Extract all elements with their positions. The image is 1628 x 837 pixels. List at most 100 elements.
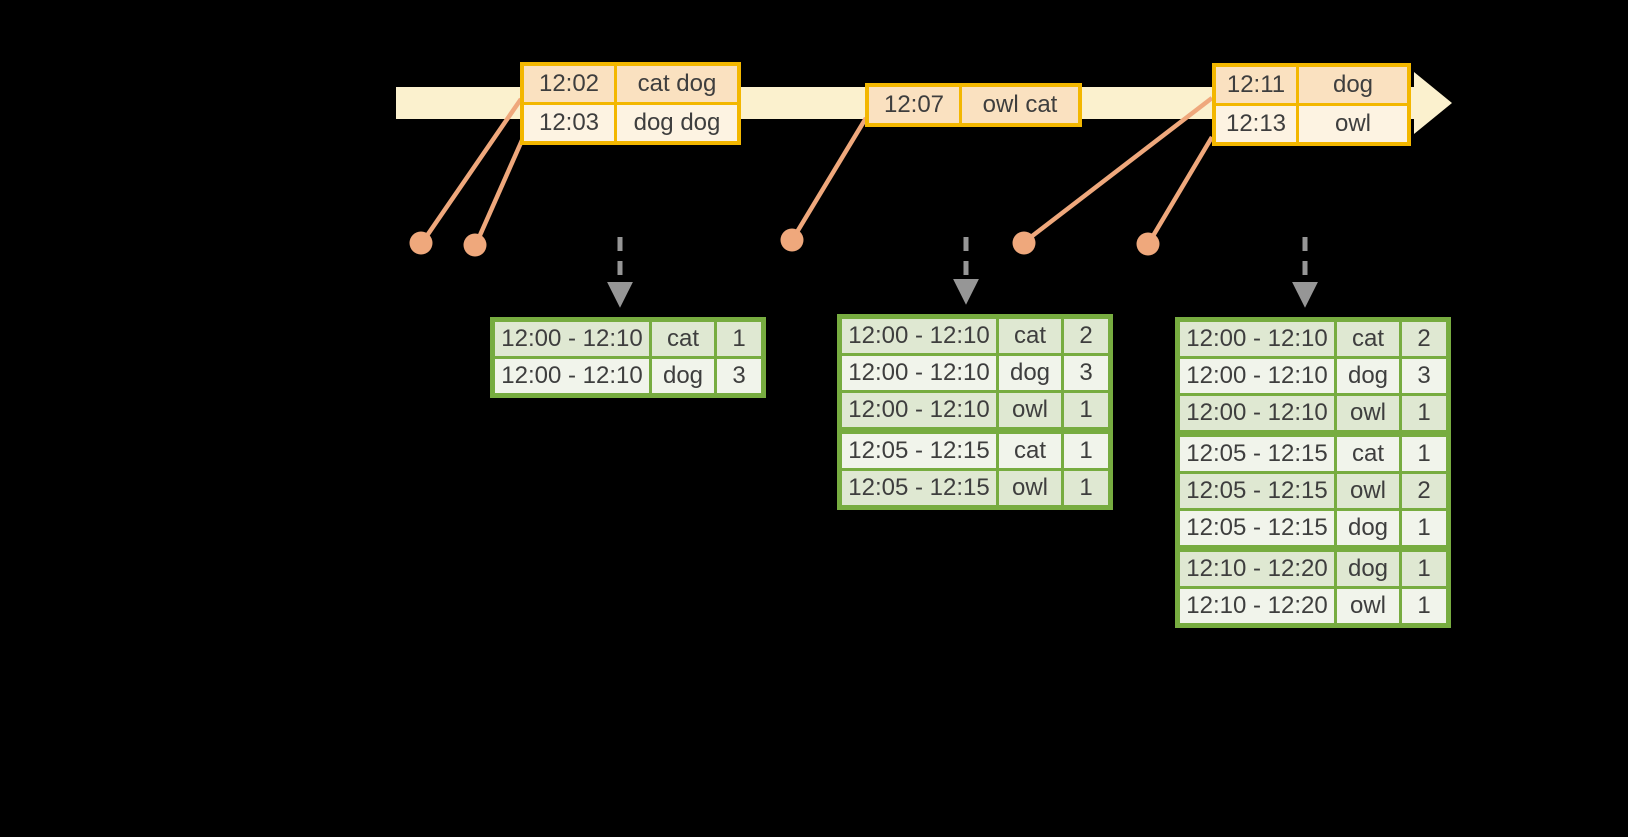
- result-cell-word: owl: [1334, 393, 1402, 435]
- result-cell-count: 1: [1399, 393, 1450, 435]
- event-cell-words: owl: [1296, 103, 1411, 146]
- result-cell-word: dog: [1334, 545, 1402, 589]
- result-cell-word: cat: [996, 427, 1064, 471]
- result-cell-window: 12:00 - 12:10: [491, 318, 652, 359]
- result-cell-word: owl: [996, 390, 1064, 432]
- result-cell-window: 12:05 - 12:15: [1176, 471, 1337, 511]
- event-cell-words: dog: [1296, 63, 1411, 106]
- result-cell-word: cat: [1334, 430, 1402, 474]
- event-cell-time: 12:11: [1212, 63, 1299, 106]
- result-cell-word: owl: [1334, 586, 1402, 627]
- result-cell-count: 3: [714, 356, 765, 397]
- result-cell-count: 1: [1399, 508, 1450, 550]
- result-cell-count: 1: [1399, 430, 1450, 474]
- result-cell-window: 12:00 - 12:10: [838, 390, 999, 432]
- result-cell-count: 2: [1061, 315, 1112, 356]
- event-connector-line: [1148, 135, 1214, 243]
- result-cell-count: 2: [1399, 318, 1450, 359]
- result-cell-window: 12:05 - 12:15: [1176, 508, 1337, 550]
- event-cell-time: 12:13: [1212, 103, 1299, 146]
- event-dot: [463, 233, 487, 257]
- event-dot: [1136, 232, 1160, 256]
- result-cell-word: dog: [1334, 356, 1402, 396]
- event-dot: [780, 228, 804, 252]
- result-cell-window: 12:00 - 12:10: [1176, 393, 1337, 435]
- event-connector-line: [422, 97, 523, 242]
- result-cell-word: cat: [996, 315, 1064, 356]
- result-cell-count: 1: [1061, 390, 1112, 432]
- result-cell-window: 12:00 - 12:10: [838, 315, 999, 356]
- event-dot: [409, 231, 433, 255]
- result-cell-word: owl: [996, 468, 1064, 509]
- result-cell-word: dog: [996, 353, 1064, 393]
- event-connector-line: [792, 116, 868, 239]
- event-cell-time: 12:02: [520, 62, 617, 105]
- event-connector-line: [474, 137, 526, 243]
- result-cell-window: 12:10 - 12:20: [1176, 545, 1337, 589]
- event-cell-words: dog dog: [614, 102, 741, 145]
- result-cell-word: dog: [649, 356, 717, 397]
- result-cell-window: 12:05 - 12:15: [1176, 430, 1337, 474]
- result-cell-window: 12:05 - 12:15: [838, 427, 999, 471]
- result-cell-count: 1: [714, 318, 765, 359]
- result-cell-window: 12:05 - 12:15: [838, 468, 999, 509]
- event-cell-words: cat dog: [614, 62, 741, 105]
- result-cell-window: 12:00 - 12:10: [1176, 356, 1337, 396]
- result-cell-count: 3: [1399, 356, 1450, 396]
- event-cell-time: 12:07: [865, 83, 962, 127]
- result-cell-word: cat: [649, 318, 717, 359]
- result-cell-window: 12:10 - 12:20: [1176, 586, 1337, 627]
- result-cell-window: 12:00 - 12:10: [491, 356, 652, 397]
- result-cell-count: 1: [1399, 586, 1450, 627]
- result-cell-count: 1: [1061, 468, 1112, 509]
- result-cell-count: 3: [1061, 353, 1112, 393]
- result-cell-window: 12:00 - 12:10: [838, 353, 999, 393]
- result-cell-word: owl: [1334, 471, 1402, 511]
- result-cell-window: 12:00 - 12:10: [1176, 318, 1337, 359]
- result-cell-word: dog: [1334, 508, 1402, 550]
- event-dot: [1012, 231, 1036, 255]
- result-cell-count: 2: [1399, 471, 1450, 511]
- event-cell-words: owl cat: [959, 83, 1082, 127]
- timeline-arrowhead-icon: [1414, 72, 1452, 134]
- result-cell-count: 1: [1399, 545, 1450, 589]
- result-cell-count: 1: [1061, 427, 1112, 471]
- event-cell-time: 12:03: [520, 102, 617, 145]
- result-cell-word: cat: [1334, 318, 1402, 359]
